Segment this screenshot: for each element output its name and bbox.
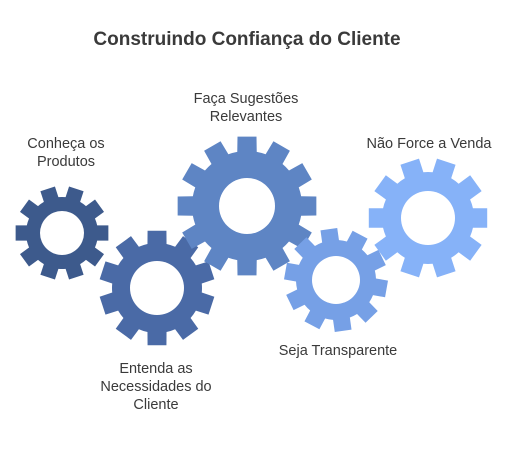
label-necessidades: Entenda as Necessidades do Cliente xyxy=(86,360,226,414)
gear-hole xyxy=(401,191,455,245)
label-transparente: Seja Transparente xyxy=(268,342,408,360)
gear-venda xyxy=(368,158,488,278)
label-line: Produtos xyxy=(36,154,96,170)
label-line: Necessidades do xyxy=(100,379,212,395)
gear-sugestoes xyxy=(177,136,317,276)
label-produtos: Conheça os Produtos xyxy=(10,135,122,171)
label-line: Relevantes xyxy=(209,109,283,125)
label-line: Cliente xyxy=(133,397,179,413)
label-line: Conheça os xyxy=(27,136,105,152)
gear-hole xyxy=(130,261,184,315)
gear-produtos xyxy=(15,186,109,280)
label-sugestoes: Faça Sugestões Relevantes xyxy=(176,90,316,126)
diagram-title: Construindo Confiança do Cliente xyxy=(93,29,401,50)
label-line: Seja Transparente xyxy=(278,343,398,359)
label-line: Faça Sugestões xyxy=(193,91,299,107)
gear-necessidades xyxy=(99,230,215,346)
gear-transparente xyxy=(284,228,388,332)
label-line: Entenda as xyxy=(119,361,193,377)
gear-hole xyxy=(219,178,275,234)
label-venda: Não Force a Venda xyxy=(356,135,502,153)
gear-hole xyxy=(312,256,360,304)
gear-hole xyxy=(40,211,84,255)
label-line: Não Force a Venda xyxy=(366,136,492,152)
